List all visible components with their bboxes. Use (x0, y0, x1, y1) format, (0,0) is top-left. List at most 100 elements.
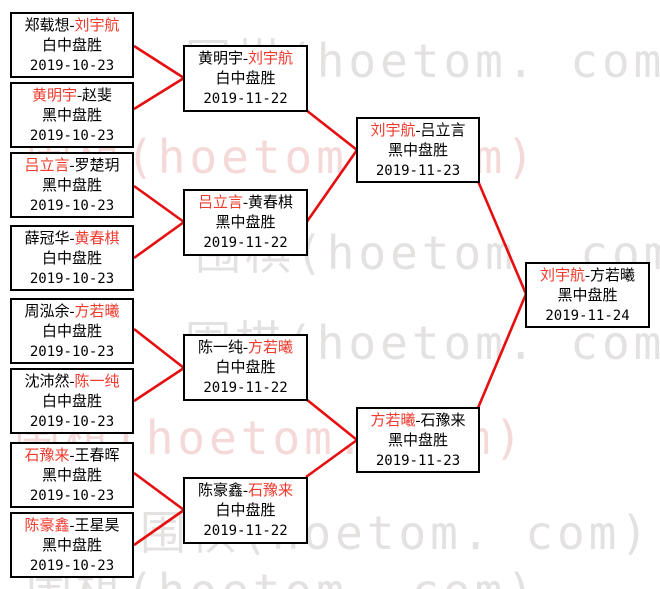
match-players: 吕立言-黄春棋 (185, 193, 306, 213)
vs-dash: - (69, 231, 75, 247)
vs-dash: - (243, 340, 248, 356)
player-name: 周泓余 (24, 304, 70, 320)
player-name: 黄明宇 (197, 51, 243, 67)
vs-dash: - (243, 195, 248, 211)
match-players: 沈沛然-陈一纯 (12, 372, 132, 392)
match-date: 2019-10-23 (29, 558, 115, 574)
match-box-qf-4[interactable]: 陈豪鑫-石豫来 白中盘胜 2019-11-22 (183, 477, 308, 544)
player-name: 薛冠华 (24, 231, 70, 247)
match-box-qf-1[interactable]: 黄明宇-刘宇航 白中盘胜 2019-11-22 (183, 45, 308, 112)
match-date: 2019-10-23 (29, 488, 115, 504)
player-name: 郑载想 (24, 18, 70, 34)
connector-line (305, 397, 358, 442)
connector-line (133, 508, 185, 547)
player-name: 罗楚玥 (74, 158, 120, 174)
vs-dash: - (69, 18, 75, 34)
player-name: 陈豪鑫 (197, 483, 243, 499)
player-name: 刘宇航 (74, 18, 120, 34)
vs-dash: - (585, 268, 590, 284)
player-name: 黄春棋 (74, 231, 120, 247)
match-box-r1-2[interactable]: 黄明宇-赵斐 黑中盘胜 2019-10-23 (10, 82, 134, 148)
match-players: 石豫来-王春晖 (12, 446, 132, 466)
player-name: 陈一纯 (197, 340, 243, 356)
player-name: 赵斐 (82, 88, 113, 104)
vs-dash: - (415, 413, 421, 429)
match-box-r1-6[interactable]: 沈沛然-陈一纯 白中盘胜 2019-10-23 (10, 368, 134, 434)
player-name: 陈一纯 (74, 374, 120, 390)
match-players: 陈豪鑫-王星昊 (12, 516, 132, 536)
connector-line (133, 327, 185, 370)
match-result: 黑中盘胜 (41, 468, 102, 484)
match-date: 2019-11-23 (375, 163, 461, 179)
match-players: 吕立言-罗楚玥 (12, 156, 132, 176)
player-name: 方若曦 (248, 340, 294, 356)
player-name: 刘宇航 (248, 51, 294, 67)
vs-dash: - (243, 483, 248, 499)
match-date: 2019-11-22 (203, 380, 288, 396)
match-players: 陈豪鑫-石豫来 (185, 481, 306, 501)
connector-line (476, 293, 528, 409)
match-players: 郑载想-刘宇航 (12, 16, 132, 36)
watermark-text: 围棋(hoetom. com) (26, 568, 538, 589)
match-players: 黄明宇-刘宇航 (185, 49, 306, 69)
connector-line (133, 44, 185, 80)
match-box-r1-5[interactable]: 周泓余-方若曦 白中盘胜 2019-10-23 (10, 298, 134, 364)
connector-line (133, 76, 185, 111)
match-date: 2019-10-23 (29, 271, 115, 287)
connector-line (133, 366, 185, 403)
match-result: 黑中盘胜 (557, 288, 618, 304)
match-box-r1-3[interactable]: 吕立言-罗楚玥 黑中盘胜 2019-10-23 (10, 152, 134, 218)
match-box-sf-2[interactable]: 方若曦-石豫来 黑中盘胜 2019-11-23 (356, 407, 480, 473)
match-result: 白中盘胜 (41, 38, 102, 54)
vs-dash: - (69, 304, 75, 320)
player-name: 刘宇航 (539, 268, 585, 284)
player-name: 吕立言 (24, 158, 70, 174)
match-result: 白中盘胜 (215, 360, 276, 376)
player-name: 方若曦 (590, 268, 636, 284)
vs-dash: - (69, 374, 75, 390)
match-date: 2019-11-22 (203, 91, 288, 107)
match-box-final[interactable]: 刘宇航-方若曦 黑中盘胜 2019-11-24 (525, 262, 650, 328)
match-box-qf-2[interactable]: 吕立言-黄春棋 黑中盘胜 2019-11-22 (183, 189, 308, 256)
match-result: 黑中盘胜 (215, 215, 276, 231)
match-date: 2019-10-23 (29, 198, 115, 214)
match-box-r1-1[interactable]: 郑载想-刘宇航 白中盘胜 2019-10-23 (10, 12, 134, 78)
match-box-sf-1[interactable]: 刘宇航-吕立言 黑中盘胜 2019-11-23 (356, 117, 480, 183)
match-players: 刘宇航-方若曦 (527, 266, 648, 286)
match-date: 2019-10-23 (29, 58, 115, 74)
match-box-qf-3[interactable]: 陈一纯-方若曦 白中盘胜 2019-11-22 (183, 334, 308, 401)
match-box-r1-8[interactable]: 陈豪鑫-王星昊 黑中盘胜 2019-10-23 (10, 512, 134, 578)
vs-dash: - (69, 448, 75, 464)
match-result: 白中盘胜 (41, 394, 102, 410)
match-result: 黑中盘胜 (41, 108, 102, 124)
player-name: 黄明宇 (31, 88, 77, 104)
connector-line (133, 220, 185, 260)
match-players: 周泓余-方若曦 (12, 302, 132, 322)
match-players: 黄明宇-赵斐 (12, 86, 132, 106)
player-name: 石豫来 (248, 483, 294, 499)
match-result: 白中盘胜 (41, 251, 102, 267)
connector-line (133, 184, 185, 224)
match-date: 2019-10-23 (29, 128, 115, 144)
player-name: 黄春棋 (248, 195, 294, 211)
player-name: 吕立言 (420, 123, 466, 139)
connector-line (305, 438, 358, 479)
match-date: 2019-10-23 (29, 344, 115, 360)
match-box-r1-4[interactable]: 薛冠华-黄春棋 白中盘胜 2019-10-23 (10, 225, 134, 291)
player-name: 陈豪鑫 (24, 518, 70, 534)
vs-dash: - (243, 51, 248, 67)
match-date: 2019-11-24 (545, 308, 630, 324)
connector-line (476, 180, 528, 295)
connector-line (133, 471, 185, 512)
connector-line (305, 108, 358, 152)
player-name: 沈沛然 (24, 374, 70, 390)
match-result: 白中盘胜 (215, 503, 276, 519)
player-name: 吕立言 (197, 195, 243, 211)
match-box-r1-7[interactable]: 石豫来-王春晖 黑中盘胜 2019-10-23 (10, 442, 134, 508)
vs-dash: - (69, 518, 75, 534)
vs-dash: - (415, 123, 421, 139)
vs-dash: - (77, 88, 82, 104)
player-name: 方若曦 (74, 304, 120, 320)
match-result: 黑中盘胜 (387, 143, 448, 159)
